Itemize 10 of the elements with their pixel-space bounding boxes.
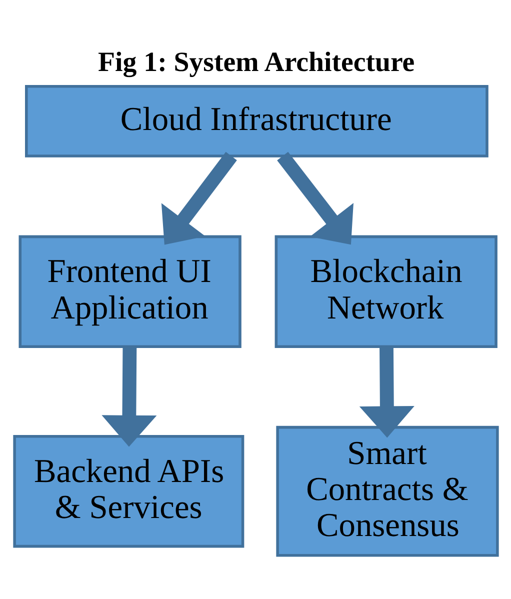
arrow — [276, 151, 353, 244]
arrow — [160, 151, 236, 244]
arrow — [101, 346, 156, 446]
node-box: Frontend UI Application — [18, 234, 241, 348]
diagram-title: Fig 1: System Architecture — [98, 46, 414, 78]
node-box: Smart Contracts & Consensus — [276, 425, 498, 556]
arrow — [358, 346, 414, 438]
node-box: Cloud Infrastructure — [24, 84, 488, 157]
node-box: Blockchain Network — [274, 234, 497, 348]
node-box: Backend APIs & Services — [12, 434, 244, 548]
